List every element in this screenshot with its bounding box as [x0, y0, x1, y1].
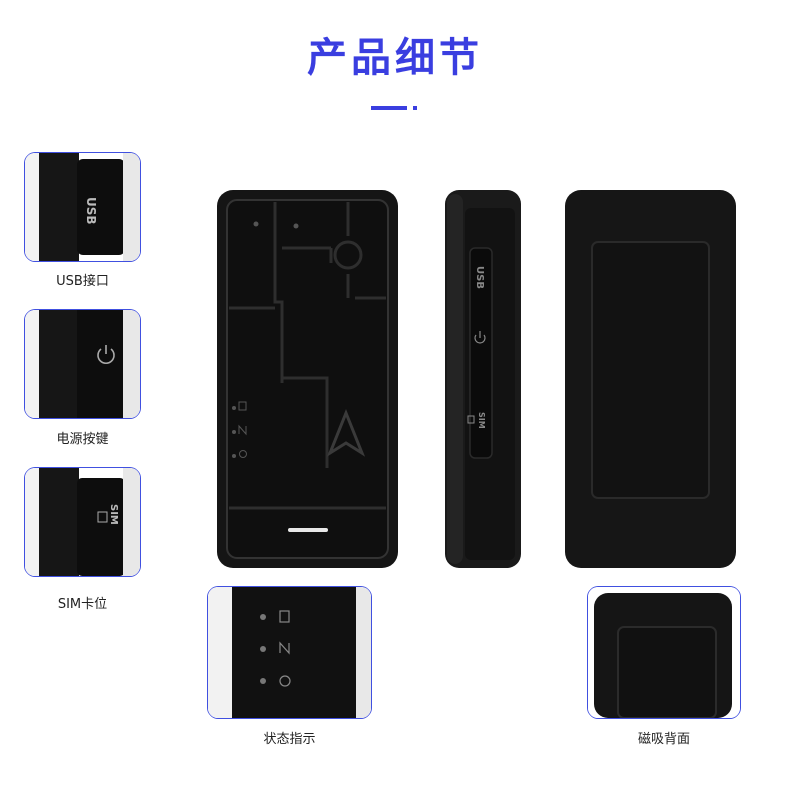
status-detail-thumb: [208, 587, 371, 718]
caption-usb: USB接口: [56, 274, 109, 289]
title-underline-dot: [413, 106, 417, 110]
device-side-view: USB SIM: [445, 190, 521, 568]
title-underline: [371, 106, 407, 110]
caption-status: 状态指示: [263, 732, 316, 747]
usb-detail-thumb: USB: [25, 153, 140, 261]
sim-status-icon: [279, 610, 290, 623]
signal-status-icon: [279, 641, 290, 655]
device-front-view: [217, 190, 398, 568]
side-usb-label: USB: [474, 266, 485, 289]
gps-status-icon: [279, 675, 291, 687]
power-detail-thumb: [25, 310, 140, 418]
sim-port-label: SIM: [108, 504, 119, 525]
page-title: 产品细节: [307, 35, 483, 81]
caption-sim: SIM卡位: [57, 597, 108, 612]
back-detail-thumb: [588, 587, 740, 718]
side-sim-label: SIM: [477, 412, 486, 429]
caption-back: 磁吸背面: [637, 732, 690, 747]
power-icon: [97, 345, 115, 364]
usb-port-label: USB: [84, 197, 98, 225]
device-back-view: [565, 190, 736, 568]
caption-power: 电源按键: [56, 432, 109, 447]
sim-detail-thumb: SIM: [25, 468, 140, 576]
